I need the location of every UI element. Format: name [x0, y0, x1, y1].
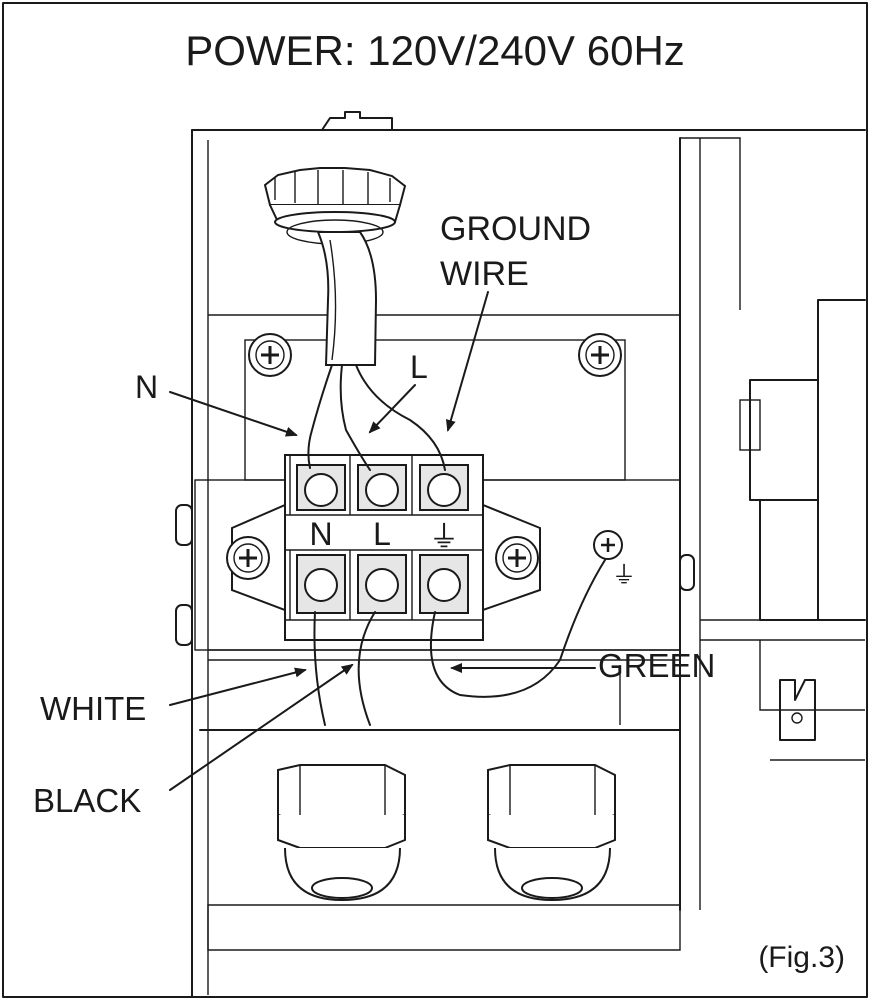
bottom-rail: [207, 904, 681, 951]
terminal-ground-top: [419, 464, 469, 511]
right-bump: [679, 554, 695, 591]
leader-white: [169, 667, 307, 706]
top-cable-gland: [263, 167, 407, 245]
leader-ground-wire: [445, 291, 489, 432]
wire-white: [313, 611, 326, 726]
wire-ground-incoming: [355, 364, 446, 471]
terminal-n-top: [296, 464, 346, 511]
callout-black: BLACK: [33, 782, 141, 819]
right-clip: [739, 399, 761, 451]
wire-black: [357, 611, 376, 726]
block-screw-left: [225, 535, 271, 581]
right-bracket: [700, 619, 865, 711]
callout-n: N: [135, 369, 158, 405]
leader-l: [368, 384, 416, 434]
wire-n-incoming: [307, 364, 333, 469]
callout-ground-wire-line2: WIRE: [440, 255, 529, 293]
callout-l: L: [410, 349, 428, 385]
terminal-l-top: [357, 464, 407, 511]
terminal-label-ground: ⏚: [429, 521, 459, 554]
plate-screw-right: [577, 332, 623, 378]
power-cable: [316, 231, 378, 366]
leader-n: [169, 391, 298, 437]
left-bump-2: [175, 604, 193, 646]
terminal-l-bottom: [357, 554, 407, 614]
plate-screw-left: [247, 332, 293, 378]
terminal-label-n: N: [309, 516, 332, 552]
divider-cap: [680, 137, 741, 310]
callout-white: WHITE: [40, 690, 146, 727]
svg-text:⏚: ⏚: [612, 562, 636, 589]
terminal-label-l: L: [373, 516, 391, 552]
spade-terminal: [779, 679, 816, 741]
lower-box: [199, 729, 681, 906]
wire-l-incoming: [339, 364, 371, 471]
top-bracket: [321, 111, 393, 131]
wire-green: [429, 559, 606, 698]
chassis-ground-screw: ⏚: [593, 530, 636, 589]
block-screw-right: [494, 535, 540, 581]
leader-black: [169, 663, 354, 791]
bottom-cable-gland-left: [277, 764, 406, 902]
bottom-cable-gland-right: [487, 764, 616, 902]
terminal-ground-bottom: [419, 554, 469, 614]
title: POWER: 120V/240V 60Hz: [185, 27, 685, 74]
cable-shade: [329, 239, 337, 361]
terminal-n-bottom: [296, 554, 346, 614]
figure-label: (Fig.3): [758, 941, 845, 974]
left-bump-1: [175, 504, 193, 546]
spade-hole: [791, 712, 803, 724]
right-component: [749, 299, 866, 621]
callout-ground-wire-line1: GROUND: [440, 210, 591, 248]
callout-green: GREEN: [598, 647, 715, 684]
